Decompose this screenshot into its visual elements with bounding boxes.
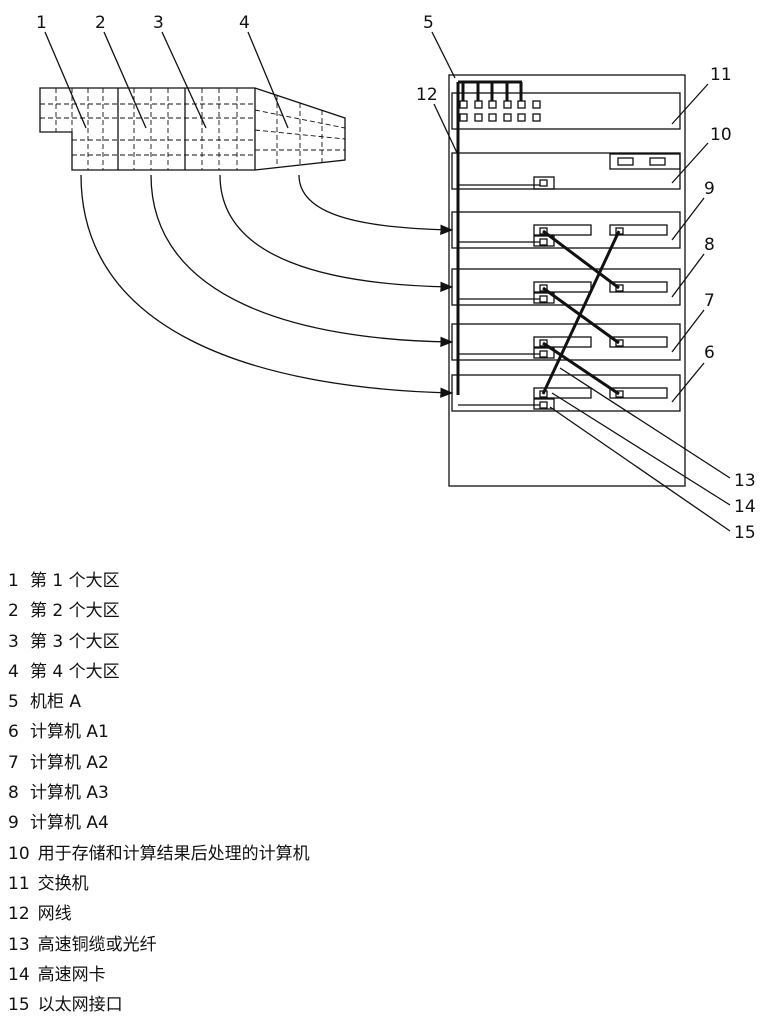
callout-15: 15 <box>734 523 756 543</box>
callout-labels: 1 2 3 4 5 6 7 8 9 10 11 12 13 14 15 <box>36 13 756 543</box>
data-arrows <box>80 174 454 398</box>
legend-number: 9 <box>8 813 19 834</box>
legend-number: 10 <box>8 843 30 864</box>
legend-text: 计算机 A1 <box>30 722 109 743</box>
switch <box>451 92 681 130</box>
legend-item: 15 以太网接口 <box>8 990 768 1020</box>
legend-text: 网线 <box>37 904 72 925</box>
system-diagram: 1 2 3 4 5 6 7 8 9 10 11 12 13 14 15 <box>36 13 756 543</box>
legend-number: 7 <box>8 752 19 773</box>
legend-text: 交换机 <box>37 873 89 894</box>
callout-10: 10 <box>710 125 732 145</box>
legend-item: 8 计算机 A3 <box>8 778 768 808</box>
network-cables <box>456 80 540 406</box>
callout-2: 2 <box>95 13 106 33</box>
legend-text: 计算机 A4 <box>30 813 109 834</box>
legend-item: 10 用于存储和计算结果后处理的计算机 <box>8 839 768 869</box>
callout-11: 11 <box>710 65 732 85</box>
legend-item: 11 交换机 <box>8 869 768 899</box>
callout-6: 6 <box>704 343 715 363</box>
legend-item: 1 第 1 个大区 <box>8 566 768 596</box>
legend-text: 用于存储和计算结果后处理的计算机 <box>37 843 310 864</box>
legend-number: 4 <box>8 661 19 682</box>
legend-item: 12 网线 <box>8 899 768 929</box>
legend-item: 6 计算机 A1 <box>8 717 768 747</box>
callout-3: 3 <box>153 13 164 33</box>
legend-number: 11 <box>8 873 30 894</box>
leader-lines <box>44 31 731 532</box>
legend-list: 1 第 1 个大区 2 第 2 个大区 3 第 3 个大区 4 第 4 个大区 5 机柜 … <box>8 566 768 1020</box>
legend-text: 计算机 A3 <box>30 783 109 804</box>
storage-computer <box>451 152 681 190</box>
legend-number: 3 <box>8 631 19 652</box>
legend-item: 7 计算机 A2 <box>8 748 768 778</box>
legend-item: 13 高速铜缆或光纤 <box>8 930 768 960</box>
legend-item: 9 计算机 A4 <box>8 808 768 838</box>
legend-number: 2 <box>8 601 19 622</box>
legend-number: 13 <box>8 934 30 955</box>
legend-text: 第 1 个大区 <box>30 571 120 591</box>
callout-8: 8 <box>704 235 715 255</box>
legend-item: 5 机柜 A <box>8 687 768 717</box>
legend-number: 15 <box>8 995 30 1016</box>
legend-item: 14 高速网卡 <box>8 960 768 990</box>
callout-9: 9 <box>704 179 715 199</box>
callout-5: 5 <box>423 13 434 33</box>
legend-number: 12 <box>8 904 30 925</box>
callout-13: 13 <box>734 471 756 491</box>
legend-item: 3 第 3 个大区 <box>8 627 768 657</box>
legend-number: 8 <box>8 783 19 804</box>
legend-text: 第 3 个大区 <box>30 631 120 652</box>
legend-text: 高速网卡 <box>37 964 106 985</box>
legend-number: 14 <box>8 964 30 985</box>
legend-text: 第 4 个大区 <box>30 661 120 682</box>
callout-1: 1 <box>36 13 47 33</box>
legend-text: 以太网接口 <box>37 995 123 1016</box>
legend-text: 第 2 个大区 <box>30 601 120 622</box>
legend-text: 机柜 A <box>30 692 82 713</box>
callout-12: 12 <box>416 85 438 105</box>
legend-number: 1 <box>8 571 19 591</box>
legend-number: 5 <box>8 692 19 713</box>
callout-7: 7 <box>704 291 715 311</box>
callout-4: 4 <box>239 13 250 33</box>
callout-14: 14 <box>734 497 756 517</box>
legend-item: 2 第 2 个大区 <box>8 596 768 626</box>
legend-item: 4 第 4 个大区 <box>8 657 768 687</box>
high-speed-cables <box>541 229 621 396</box>
legend-text: 计算机 A2 <box>30 752 109 773</box>
region-blocks <box>39 87 346 171</box>
legend-number: 6 <box>8 722 19 743</box>
legend-text: 高速铜缆或光纤 <box>37 934 157 955</box>
